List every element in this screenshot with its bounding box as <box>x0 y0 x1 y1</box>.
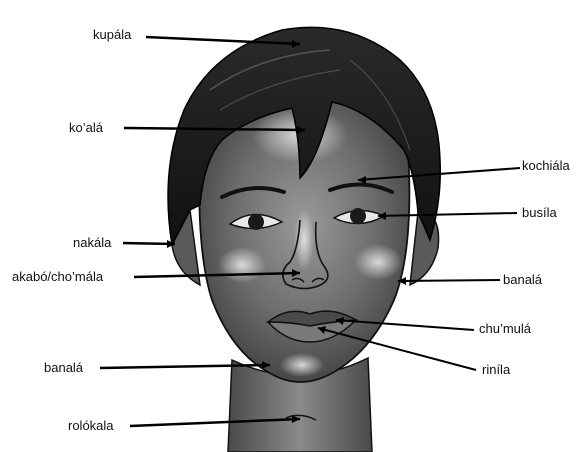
label-kupala: kupála <box>93 27 131 43</box>
label-banala-right: banalá <box>503 272 542 288</box>
right-cheek-highlight <box>354 244 402 280</box>
label-nakala: nakála <box>73 235 111 251</box>
left-cheek-highlight <box>218 247 266 283</box>
label-banala-left: banalá <box>44 360 83 376</box>
label-rolokala: rolókala <box>68 418 114 434</box>
label-akabo: akabó/cho’mála <box>12 269 103 285</box>
label-busila: busíla <box>522 205 557 221</box>
label-chumula: chu’mulá <box>479 321 531 337</box>
chin-highlight <box>280 353 324 377</box>
label-rinila: riníla <box>482 362 510 378</box>
label-koala: ko’alá <box>69 120 103 136</box>
label-kochiala: kochiála <box>522 158 570 174</box>
pointer-banala-right <box>398 280 500 281</box>
